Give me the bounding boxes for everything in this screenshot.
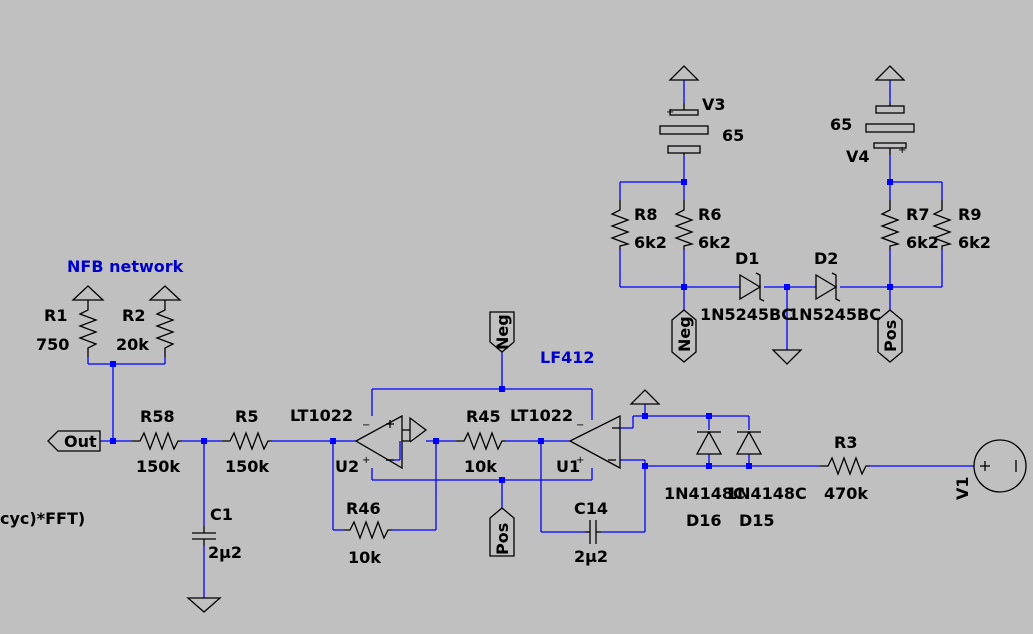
r8-value: 6k2	[634, 233, 667, 252]
ground-symbol	[771, 349, 803, 365]
resistor-r1[interactable]	[78, 300, 98, 357]
r45-ref: R45	[466, 407, 501, 426]
u2-model: LT1022	[290, 406, 353, 425]
supply-flag-r2	[148, 285, 182, 301]
r1-ref: R1	[44, 306, 67, 325]
r45-value: 10k	[464, 457, 497, 476]
r7-value: 6k2	[906, 233, 939, 252]
r3-ref: R3	[834, 433, 857, 452]
c1-ref: C1	[210, 505, 233, 524]
r6-ref: R6	[698, 205, 721, 224]
diode-d16[interactable]	[695, 430, 723, 455]
opamp-u2[interactable]	[354, 414, 428, 470]
resistor-r5[interactable]	[222, 431, 272, 451]
port-pos-bottom[interactable]: Pos	[489, 507, 515, 557]
voltage-source-v1[interactable]	[973, 439, 1027, 493]
resistor-r6[interactable]	[674, 200, 695, 250]
resistor-r46[interactable]	[344, 520, 392, 540]
r58-ref: R58	[140, 407, 175, 426]
u2-ref: U2	[335, 457, 359, 476]
r7-ref: R7	[906, 205, 929, 224]
plus-sign: +	[666, 107, 674, 118]
resistor-r58[interactable]	[132, 431, 182, 451]
diode-d15[interactable]	[735, 430, 763, 455]
r1-value: 750	[36, 335, 69, 354]
v3-value: 65	[722, 126, 744, 145]
d15-value: 1N4148C	[726, 484, 807, 503]
resistor-r2[interactable]	[155, 300, 175, 357]
capacitor-c1[interactable]	[192, 526, 216, 546]
r2-ref: R2	[122, 306, 145, 325]
r46-ref: R46	[346, 499, 381, 518]
supply-flag-u1	[629, 389, 661, 405]
u1-plus-sign: +	[576, 455, 584, 466]
u1-ref: U1	[556, 457, 580, 476]
v4-value: 65	[830, 115, 852, 134]
u2-minus-sign: −	[362, 420, 370, 431]
opamp-u1[interactable]	[568, 414, 621, 470]
junction-dots	[110, 179, 893, 483]
port-neg-zener[interactable]: Neg	[671, 309, 697, 363]
r5-ref: R5	[235, 407, 258, 426]
r3-value: 470k	[824, 484, 868, 503]
d2-value: 1N5245BC	[788, 305, 881, 324]
resistor-r7[interactable]	[880, 200, 901, 250]
fft-directive-fragment: cyc)*FFT)	[0, 509, 85, 528]
r58-value: 150k	[136, 457, 180, 476]
d16-value: 1N4148C	[664, 484, 745, 503]
port-neg-top[interactable]: Neg	[489, 311, 515, 353]
opamp-model-annotation: LF412	[540, 348, 595, 367]
r8-ref: R8	[634, 205, 657, 224]
u1-minus-sign: −	[576, 420, 584, 431]
port-neg-top-label: Neg	[493, 314, 512, 350]
supply-flag-v4	[874, 65, 906, 81]
resistor-r9[interactable]	[932, 200, 953, 250]
resistor-r3[interactable]	[820, 456, 870, 476]
port-pos-zener-label: Pos	[881, 320, 900, 352]
c14-ref: C14	[574, 499, 608, 518]
d16-ref: D16	[686, 511, 722, 530]
resistor-r8[interactable]	[610, 200, 631, 250]
u1-model: LT1022	[510, 406, 573, 425]
r2-value: 20k	[116, 335, 149, 354]
zener-d2[interactable]	[815, 272, 841, 302]
v1-ref: V1	[953, 476, 972, 500]
resistor-r45[interactable]	[456, 431, 506, 451]
nfb-network-annotation: NFB network	[67, 257, 184, 276]
r9-value: 6k2	[958, 233, 991, 252]
battery-v3[interactable]: +	[659, 103, 709, 155]
supply-flag-r1	[71, 285, 105, 301]
zener-d1[interactable]	[739, 272, 765, 302]
v4-ref: V4	[846, 147, 870, 166]
port-pos-bottom-label: Pos	[493, 523, 512, 555]
port-out[interactable]: Out	[47, 430, 101, 452]
r5-value: 150k	[225, 457, 269, 476]
r46-value: 10k	[348, 548, 381, 567]
supply-flag-v3	[668, 65, 700, 81]
d15-ref: D15	[739, 511, 775, 530]
r9-ref: R9	[958, 205, 981, 224]
c1-value: 2µ2	[208, 543, 242, 562]
battery-v4[interactable]: +	[865, 103, 915, 156]
d2-ref: D2	[814, 249, 838, 268]
c14-value: 2µ2	[574, 547, 608, 566]
u2-plus-sign: +	[362, 455, 370, 466]
plus-sign: +	[898, 145, 906, 156]
ground-symbol	[186, 597, 222, 613]
d1-value: 1N5245BC	[700, 305, 793, 324]
port-out-label: Out	[64, 432, 97, 451]
r6-value: 6k2	[698, 233, 731, 252]
port-pos-zener[interactable]: Pos	[877, 309, 903, 363]
d1-ref: D1	[735, 249, 759, 268]
port-neg-zener-label: Neg	[675, 316, 694, 352]
v3-ref: V3	[702, 95, 726, 114]
capacitor-c14[interactable]	[585, 520, 601, 544]
